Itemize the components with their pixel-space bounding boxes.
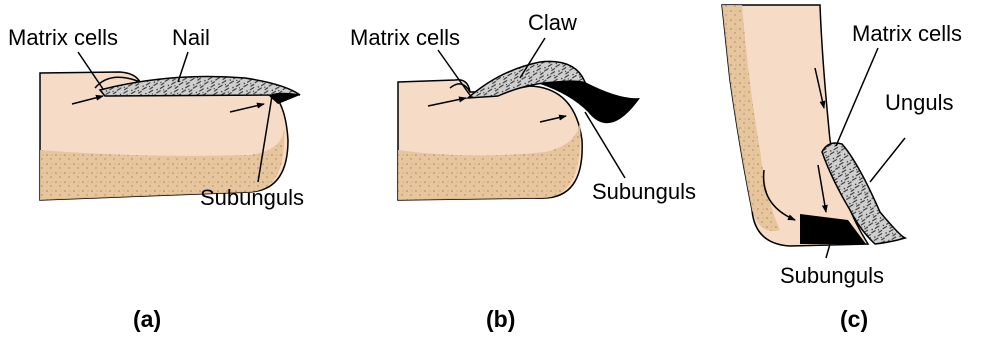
matrix-cells-label-c: Matrix cells xyxy=(852,21,962,46)
nail-label: Nail xyxy=(172,25,210,50)
panel-b: Matrix cells Claw Subunguls (b) xyxy=(350,10,696,332)
matrix-cells-label-b: Matrix cells xyxy=(350,25,460,50)
claw-label: Claw xyxy=(528,10,577,35)
caption-a: (a) xyxy=(133,306,161,332)
subunguls-label-c: Subunguls xyxy=(780,263,884,288)
subunguls-label-a: Subunguls xyxy=(200,185,304,210)
matrix-cells-label-a: Matrix cells xyxy=(8,25,118,50)
panel-a: Matrix cells Nail Subunguls (a) xyxy=(8,25,304,332)
caption-c: (c) xyxy=(840,306,868,332)
subunguls-label-b: Subunguls xyxy=(592,179,696,204)
caption-b: (b) xyxy=(486,306,515,332)
unguls-label: Unguls xyxy=(885,90,953,115)
panel-c: Matrix cells Unguls Subunguls (c) xyxy=(722,5,962,332)
